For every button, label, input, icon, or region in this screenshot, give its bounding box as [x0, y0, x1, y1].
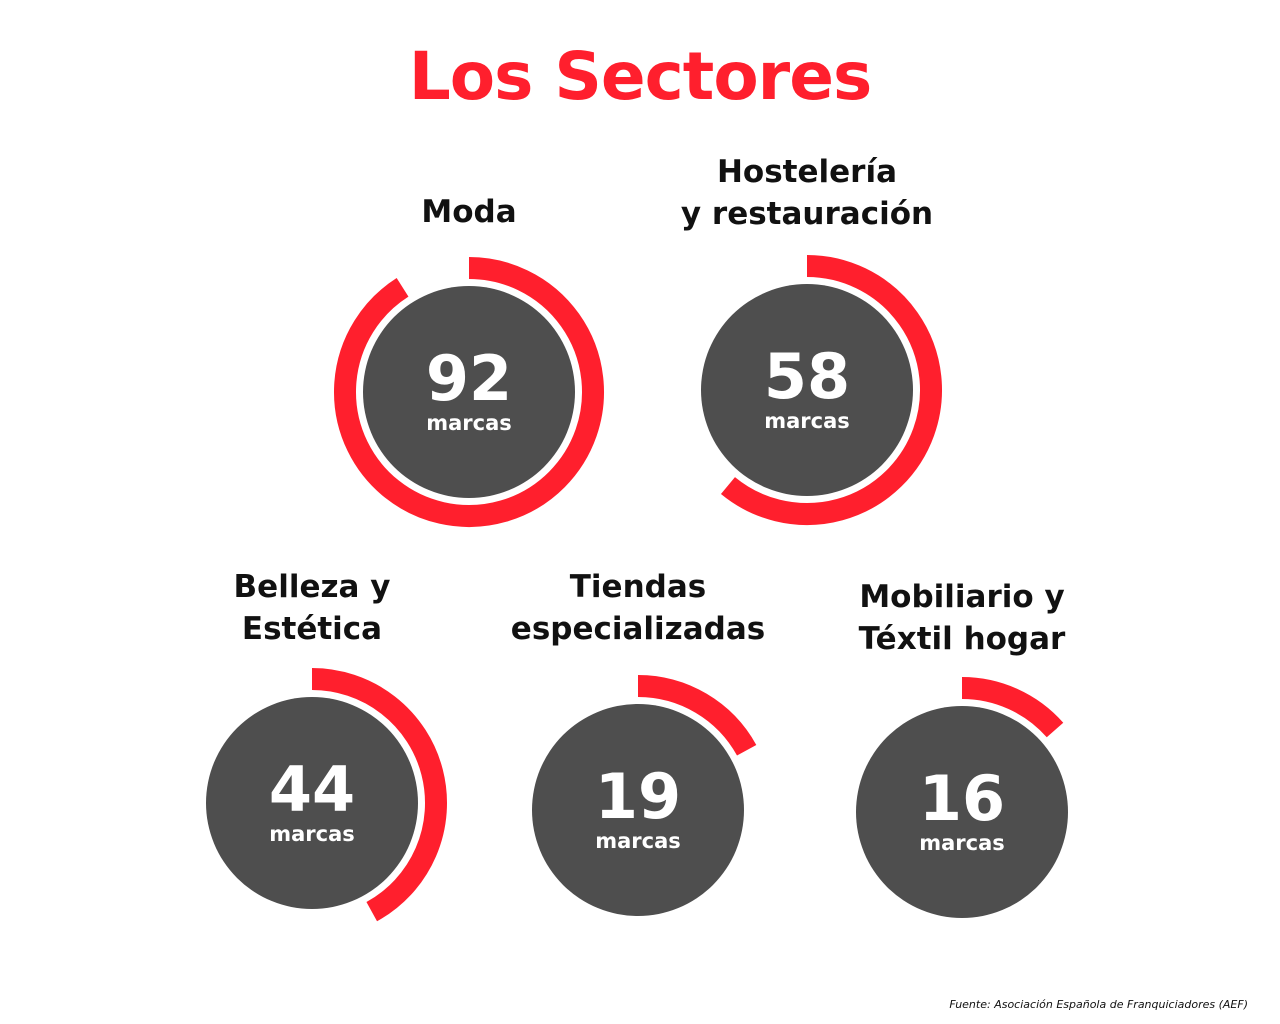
source-note: Fuente: Asociación Española de Franquici… [949, 998, 1248, 1011]
sector-unit: marcas [595, 829, 681, 853]
progress-arc [311, 668, 447, 922]
sector-unit: marcas [764, 409, 850, 433]
sector-label-hosteleria: Hostelería y restauración [680, 154, 934, 232]
sector-value: 92 [426, 342, 512, 415]
page-title: Los Sectores [408, 38, 873, 115]
sector-label-mobiliario: Mobiliario y Téxtil hogar [858, 579, 1066, 657]
sector-label-belleza: Belleza y Estética [233, 569, 391, 647]
sector-value: 16 [919, 762, 1005, 835]
sector-unit: marcas [426, 411, 512, 435]
progress-arc [637, 675, 757, 756]
value-circle [532, 704, 744, 916]
sector-value: 44 [269, 753, 355, 826]
sector-unit: marcas [919, 831, 1005, 855]
progress-arc [334, 257, 604, 527]
sector-value: 19 [595, 760, 681, 833]
progress-arc [720, 255, 942, 525]
value-circle [856, 706, 1068, 918]
sector-label-moda: Moda [421, 194, 517, 230]
value-circle [363, 286, 575, 498]
value-circle [701, 284, 913, 496]
sector-label-tiendas: Tiendas especializadas [510, 569, 766, 647]
progress-arc [961, 677, 1064, 738]
sector-value: 58 [764, 340, 850, 413]
value-circle [206, 697, 418, 909]
sector-unit: marcas [269, 822, 355, 846]
